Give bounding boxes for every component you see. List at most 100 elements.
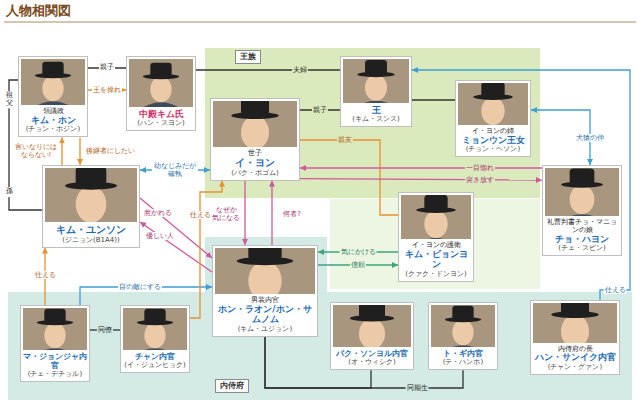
portrait-photo	[129, 59, 193, 107]
photo-ground	[21, 59, 85, 105]
character-note: 内侍府の長	[533, 345, 617, 353]
character-name: 王	[343, 105, 409, 115]
character-card: 男装内官ホン・ラオン/ホン・サムノム(キム・ユジョン)	[212, 245, 318, 337]
region-heading: 王族	[235, 50, 261, 64]
relation-label: 言いなりには ならない!	[13, 143, 59, 159]
character-name: ミョンウン王女	[458, 135, 528, 145]
character-name: キム・ユンソン	[45, 224, 137, 236]
character-card: 世子イ・ヨン(パク・ボゴム)	[210, 98, 300, 181]
character-name: チョ・ハヨン	[545, 234, 619, 244]
relation-label: 同期生	[406, 384, 429, 392]
relation-label: 親子	[312, 106, 328, 114]
photo-ground	[129, 59, 193, 107]
photo-ground	[333, 305, 411, 347]
character-card: パク・ソンヨル内官(オ・ウィシク)	[330, 302, 414, 370]
photo-face	[44, 323, 65, 349]
portrait-photo	[21, 59, 85, 105]
portrait-photo	[123, 308, 187, 350]
photo-hat-brim	[143, 74, 179, 79]
relation-arrow	[300, 140, 398, 215]
photo-hat-brim	[416, 207, 456, 213]
portrait-photo	[545, 168, 619, 216]
photo-hat-brim	[551, 311, 599, 318]
character-note: (チェ・スビン)	[545, 244, 619, 252]
photo-hat-brim	[137, 320, 173, 325]
character-note: (チャン・グァン)	[533, 363, 617, 371]
relation-label: 仕える	[34, 271, 57, 279]
photo-face	[42, 76, 63, 102]
character-note: (チェ・デチョル)	[23, 370, 87, 378]
portrait-photo	[533, 303, 617, 343]
relation-label: 惹かれる	[143, 209, 173, 217]
portrait-photo	[431, 305, 495, 347]
relation-label: 突き放す	[465, 176, 495, 184]
character-note: (チョン・ホジン)	[21, 125, 85, 133]
photo-hat-brim	[561, 182, 603, 188]
relation-label: 犬猿の仲	[575, 134, 605, 142]
photo-ground	[431, 305, 495, 347]
photo-ground	[123, 308, 187, 350]
photo-ground	[458, 83, 528, 125]
character-name: ハン・サンイク内官	[533, 353, 617, 363]
relation-label: 目の敵にする	[118, 283, 162, 291]
character-note: (キム・スンス)	[343, 115, 409, 123]
photo-ground	[213, 101, 297, 147]
portrait-photo	[458, 83, 528, 125]
character-name: マ・ジョンジャ内官	[23, 352, 87, 370]
relation-label: 後継者にしたい	[85, 147, 136, 155]
photo-face	[570, 185, 595, 215]
character-card: イ・ヨンの姉ミョンウン王女(チョン・ヘソン)	[455, 80, 531, 157]
character-note: 男装内官	[215, 296, 315, 304]
character-note: (チョン・ヘソン)	[458, 145, 528, 153]
relation-label: 幼なじみだが 確執	[152, 162, 198, 178]
photo-hat-brim	[65, 182, 117, 190]
photo-ground	[545, 168, 619, 216]
character-name: 中殿キム氏	[129, 109, 193, 119]
character-note: イ・ヨンの護衛	[401, 241, 471, 249]
relation-label: 何者?	[282, 210, 302, 218]
relation-arrow	[79, 137, 80, 165]
portrait-photo	[23, 308, 87, 350]
character-card: チャン内官(イ・ジュンヒョク)	[120, 305, 190, 373]
photo-robe	[557, 214, 606, 216]
photo-face	[481, 97, 504, 125]
region-heading: 内侍府	[215, 379, 249, 393]
relation-label: 同僚	[97, 326, 113, 334]
relation-arrow	[244, 181, 245, 245]
character-card: 領議政キム・ホン(チョン・ホジン)	[18, 56, 88, 137]
photo-ground	[343, 59, 409, 103]
relation-label: なぜか 気になる	[210, 206, 242, 222]
photo-robe	[32, 101, 75, 105]
character-note: 世子	[213, 149, 297, 157]
character-card: 礼曹判書チョ・マニョンの娘チョ・ハヨン(チェ・スビン)	[542, 165, 622, 256]
photo-robe	[134, 348, 177, 350]
character-note: 礼曹判書チョ・マニョンの娘	[545, 218, 619, 234]
character-name: キム・ホン	[21, 115, 85, 125]
relation-label: 気にかける	[340, 248, 377, 256]
photo-hat-brim	[357, 72, 394, 78]
portrait-photo	[333, 305, 411, 347]
photo-hat-brim	[473, 94, 513, 100]
photo-ground	[23, 308, 87, 350]
relation-arrow	[140, 198, 212, 258]
group-region: 内侍府男装内官ホン・ラオン/ホン・サムノム(キム・ユジョン)マ・ジョンジャ内官(…	[8, 292, 632, 400]
photo-face	[241, 116, 269, 147]
character-note: (ジニョン(B1A4))	[45, 236, 137, 244]
photo-hat-brim	[35, 73, 71, 78]
relation-label: 孫	[6, 187, 13, 197]
photo-face	[424, 210, 447, 238]
character-name: ホン・ラオン/ホン・サムノム	[215, 304, 315, 325]
photo-face	[144, 323, 165, 349]
relation-arrow	[140, 222, 212, 272]
character-note: 領議政	[21, 107, 85, 115]
photo-robe	[140, 102, 183, 107]
photo-hat-brim	[237, 257, 294, 265]
region-fill	[330, 199, 540, 289]
relation-arrow	[300, 179, 542, 180]
photo-ground	[533, 303, 617, 343]
character-note: イ・ヨンの姉	[458, 127, 528, 135]
character-note: (テ・ハンホ)	[431, 358, 495, 366]
